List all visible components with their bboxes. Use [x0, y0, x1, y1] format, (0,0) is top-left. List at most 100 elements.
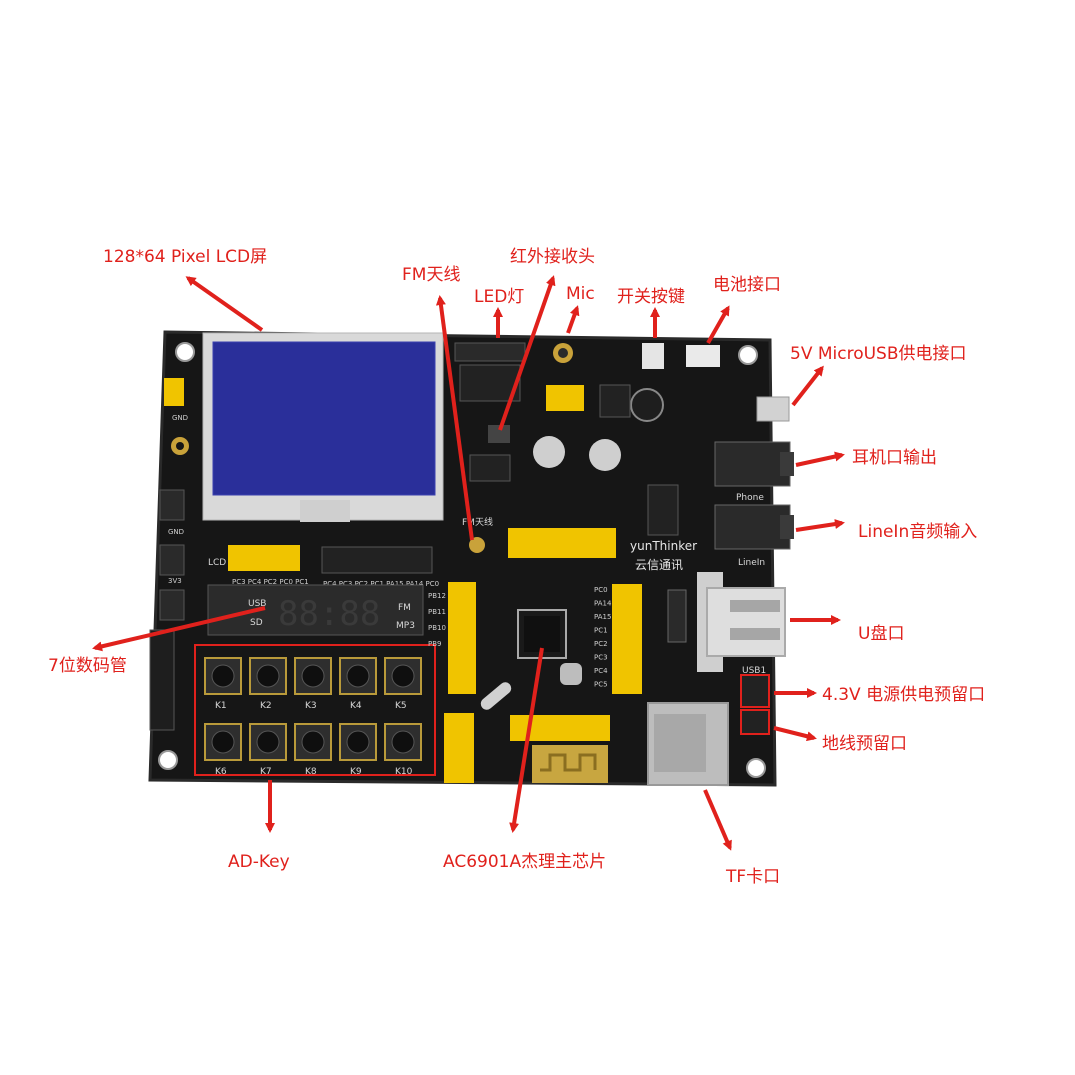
- pin-label-right: PC3: [594, 654, 608, 662]
- seg-fm: FM: [398, 603, 411, 613]
- key-button[interactable]: K5: [384, 657, 422, 711]
- pin-label-right: PC1: [594, 627, 608, 635]
- silk-3v3: 3V3: [168, 577, 182, 585]
- jumper-top-left: [164, 378, 184, 406]
- label-ir: 红外接收头: [510, 247, 595, 267]
- key-button[interactable]: K4: [339, 657, 377, 711]
- pin-label-right: PC5: [594, 681, 608, 689]
- seg-mp3: MP3: [396, 621, 415, 631]
- main-chip: [517, 609, 567, 659]
- usb-a-port: [667, 572, 786, 672]
- label-adkey: AD-Key: [228, 852, 290, 872]
- seg-digits: 88:88: [278, 594, 380, 634]
- label-usb-power: 5V MicroUSB供电接口: [790, 344, 967, 364]
- key-label: K6: [215, 767, 227, 777]
- fm-antenna-pad: [469, 537, 485, 553]
- label-led: LED灯: [474, 287, 524, 307]
- label-chip: AC6901A杰理主芯片: [443, 852, 606, 872]
- audio-jacks: Phone LineIn: [714, 441, 794, 568]
- label-power43: 4.3V 电源供电预留口: [822, 685, 985, 705]
- callout-labels: 128*64 Pixel LCD屏 FM天线 红外接收头 LED灯 Mic 开关…: [48, 247, 985, 887]
- silk-lcd: LCD: [208, 558, 226, 568]
- board-brand-cn: 云信通讯: [635, 558, 683, 572]
- key-label: K10: [395, 767, 413, 777]
- label-battery: 电池接口: [713, 275, 781, 295]
- silk-fm: FM天线: [462, 516, 493, 528]
- key-label: K7: [260, 767, 272, 777]
- lcd-module: [202, 332, 444, 522]
- key-button[interactable]: K6: [204, 723, 242, 777]
- label-tf: TF卡口: [725, 867, 780, 887]
- micro-usb-port: [756, 396, 790, 422]
- arrow-mic: [566, 305, 580, 334]
- pin-label-right: PA14: [594, 600, 612, 608]
- key-label: K8: [305, 767, 317, 777]
- power-reserve-box: [740, 674, 770, 708]
- silk-gnd: GND: [172, 414, 188, 422]
- seg-usb: USB: [248, 599, 266, 609]
- arrow-linein: [795, 519, 845, 532]
- key-button[interactable]: K3: [294, 657, 332, 711]
- label-lcd: 128*64 Pixel LCD屏: [103, 247, 267, 267]
- silk-linein: LineIn: [738, 558, 765, 568]
- key-button[interactable]: K10: [384, 723, 422, 777]
- pin-label-right: PC0: [594, 586, 608, 594]
- mounting-hole: [738, 345, 758, 365]
- label-udisk: U盘口: [858, 624, 904, 644]
- key-label: K9: [350, 767, 362, 777]
- arrow-fm: [435, 295, 474, 541]
- arrow-usb-power: [791, 365, 824, 407]
- silk-phone: Phone: [736, 493, 764, 503]
- label-fm: FM天线: [402, 265, 460, 285]
- pin-label-left: PB12: [428, 592, 446, 600]
- silk-pins-row2: PC4 PC3 PC2 PC1 PA15 PA14 PC0: [323, 580, 439, 588]
- key-label: K4: [350, 701, 362, 711]
- crystal-long: [480, 682, 512, 710]
- key-button[interactable]: K9: [339, 723, 377, 777]
- ad-key-highlight-box: [194, 644, 436, 776]
- key-button[interactable]: K1: [204, 657, 242, 711]
- key-button[interactable]: K2: [249, 657, 287, 711]
- board-brand: yunThinker: [630, 539, 697, 553]
- label-mic: Mic: [566, 284, 595, 304]
- key-label: K3: [305, 701, 317, 711]
- silk-usb1: USB1: [742, 666, 766, 676]
- mounting-hole: [746, 758, 766, 778]
- key-label: K1: [215, 701, 227, 711]
- pin-label-left: PB11: [428, 608, 446, 616]
- pin-label-left: PB9: [428, 640, 441, 648]
- header-black-2: [321, 546, 433, 574]
- arrow-headphone: [795, 451, 845, 467]
- pin-label-right: PC2: [594, 640, 608, 648]
- silk-gnd-left: GND: [168, 528, 184, 536]
- seven-segment-display: USB SD 88:88 FM MP3: [207, 584, 424, 636]
- top-components: [454, 342, 720, 536]
- tf-card-slot: [647, 702, 729, 786]
- key-button[interactable]: K8: [294, 723, 332, 777]
- label-headphone: 耳机口输出: [852, 448, 937, 468]
- arrow-chip: [509, 647, 544, 833]
- crystal: [560, 663, 582, 685]
- arrow-tf: [703, 789, 732, 851]
- arrow-battery: [706, 305, 730, 344]
- seg-sd: SD: [250, 618, 263, 628]
- left-headers: GND 3V3: [159, 489, 185, 621]
- label-switch: 开关按键: [617, 287, 685, 307]
- silk-pins-row: PC3 PC4 PC2 PC0 PC1: [232, 578, 309, 586]
- pin-label-right: PC4: [594, 667, 608, 675]
- ground-reserve-box: [740, 709, 770, 735]
- left-resistor-column: [149, 629, 175, 731]
- pin-label-left: PB10: [428, 624, 446, 632]
- key-label: K5: [395, 701, 407, 711]
- arrow-lcd: [185, 276, 264, 332]
- label-seg7: 7位数码管: [48, 656, 127, 676]
- key-button[interactable]: K7: [249, 723, 287, 777]
- arrow-ground: [773, 726, 817, 742]
- arrow-ir: [498, 275, 556, 431]
- label-linein: LineIn音频输入: [858, 522, 977, 542]
- pin-label-right: PA15: [594, 613, 611, 621]
- mounting-hole: [158, 750, 178, 770]
